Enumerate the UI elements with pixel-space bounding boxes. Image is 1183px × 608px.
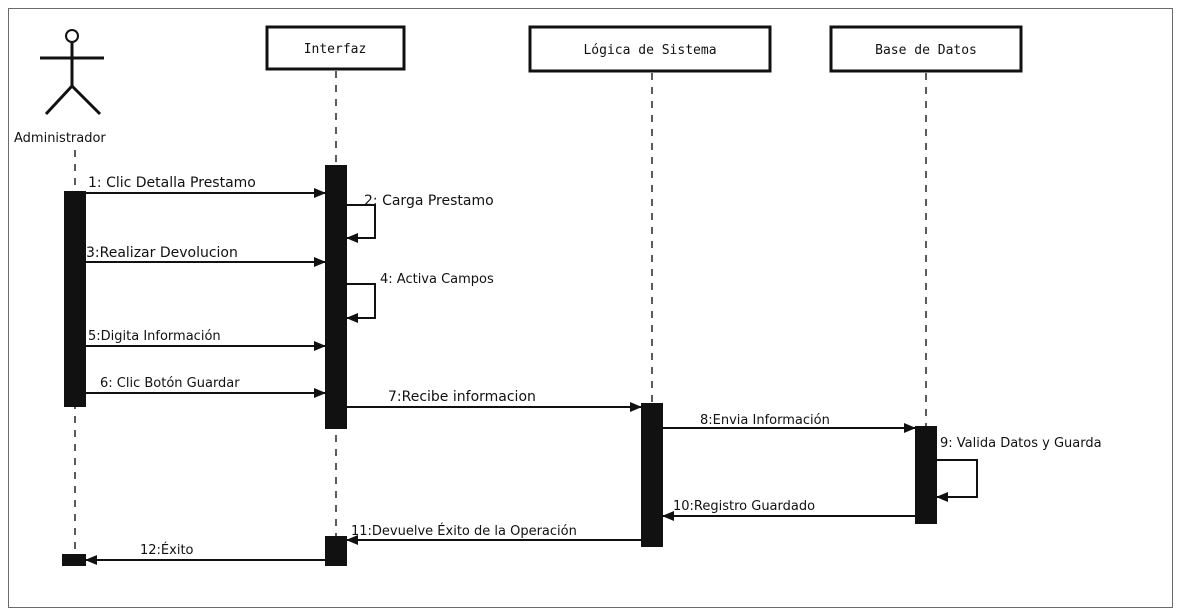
message-4-label: 4: Activa Campos — [380, 272, 494, 287]
participant-interfaz-label: Interfaz — [304, 42, 367, 57]
message-9-label: 9: Valida Datos y Guarda — [940, 436, 1102, 451]
message-1-label: 1: Clic Detalla Prestamo — [88, 175, 256, 191]
activation-interfaz-2 — [325, 536, 347, 566]
message-7-label: 7:Recibe informacion — [388, 389, 536, 405]
message-10-label: 10:Registro Guardado — [673, 499, 815, 514]
message-2-label: 2: Carga Prestamo — [364, 193, 494, 209]
activation-bd — [915, 426, 937, 524]
message-12-label: 12:Éxito — [140, 542, 194, 558]
activation-administrador — [64, 191, 86, 407]
participant-bd: Base de Datos — [829, 25, 1023, 73]
message-8-label: 8:Envia Información — [700, 413, 830, 428]
message-9-arrow — [936, 459, 978, 502]
participant-logica-label: Lógica de Sistema — [583, 43, 716, 58]
message-11-label: 11:Devuelve Éxito de la Operación — [351, 523, 577, 539]
message-2-arrow — [346, 204, 376, 243]
message-3-label: 3:Realizar Devolucion — [86, 245, 238, 261]
message-6-label: 6: Clic Botón Guardar — [100, 376, 240, 391]
participant-interfaz: Interfaz — [265, 25, 406, 71]
activation-interfaz-1 — [325, 165, 347, 429]
participant-logica: Lógica de Sistema — [528, 25, 772, 73]
activation-logica — [641, 403, 663, 547]
actor-label: Administrador — [14, 131, 106, 146]
message-4-arrow — [346, 283, 376, 323]
participant-bd-label: Base de Datos — [875, 43, 977, 58]
activation-administrador-end — [62, 554, 86, 566]
actor-figure — [40, 29, 104, 116]
message-5-label: 5:Digita Información — [88, 329, 221, 344]
diagram-frame — [8, 8, 1173, 608]
